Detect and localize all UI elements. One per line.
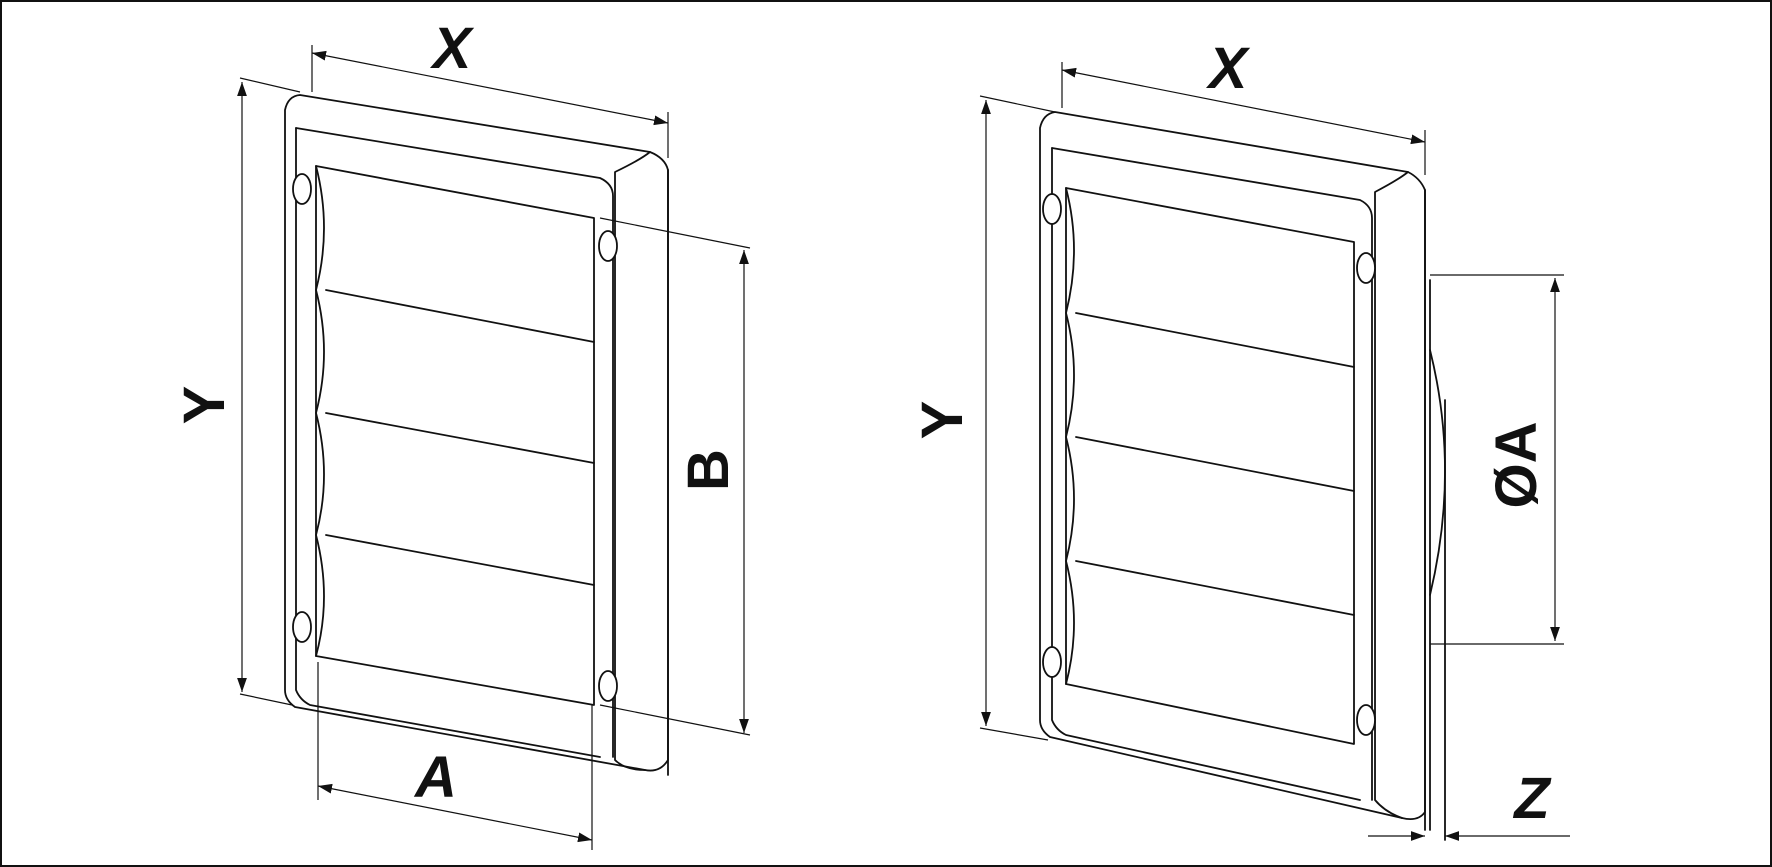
right-grille-view: X Z Y ØA — [910, 36, 1570, 841]
left-a-label: A — [413, 745, 457, 810]
left-y-label: Y — [172, 386, 237, 425]
right-y-label: Y — [910, 401, 975, 440]
left-grille-view: X A Y B — [172, 16, 751, 850]
left-b-label: B — [676, 449, 741, 491]
left-x-label: X — [430, 16, 475, 81]
right-x-label: X — [1206, 36, 1251, 101]
right-z-label: Z — [1512, 766, 1552, 831]
right-diameter-label: ØA — [1484, 422, 1549, 509]
